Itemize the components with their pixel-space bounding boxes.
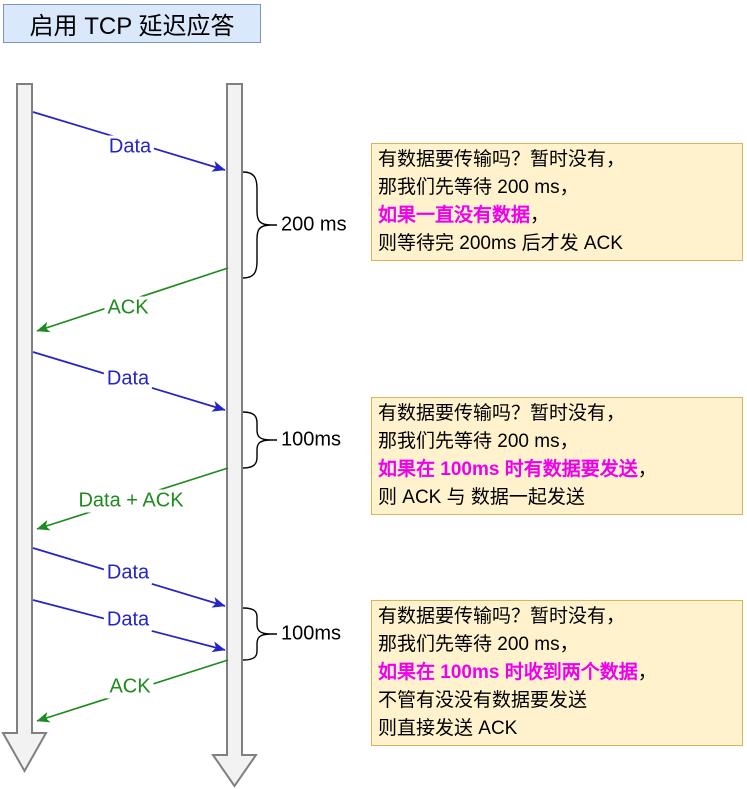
brace-label-100ms-2: 100ms (281, 622, 342, 645)
title-box: 启用 TCP 延迟应答 (3, 4, 261, 43)
note-line: 有数据要传输吗？暂时没有， (378, 149, 626, 170)
brace-100ms-1 (242, 411, 277, 469)
note-highlight: 如果一直没有数据 (378, 205, 531, 226)
note-highlight: 如果在 100ms 时收到两个数据 (378, 662, 638, 683)
note-line-highlight: 如果一直没有数据， (378, 202, 736, 230)
note-line: 有数据要传输吗？暂时没有， (378, 606, 626, 627)
note-line-highlight: 如果在 100ms 时有数据要发送， (378, 456, 736, 484)
note-line: 不管有没没有数据要发送 (378, 690, 588, 711)
note-line: 则 ACK 与 数据一起发送 (378, 487, 585, 508)
note-highlight-suffix: ， (530, 205, 550, 226)
data-label-1: Data (105, 135, 155, 159)
data-label-4: Data (103, 608, 153, 632)
brace-200ms (242, 171, 277, 279)
left-lifeline (1, 83, 48, 774)
note-line: 那我们先等待 200 ms， (378, 634, 579, 655)
note-highlight: 如果在 100ms 时有数据要发送 (378, 459, 638, 480)
brace-100ms-2 (242, 607, 277, 661)
note-highlight-suffix: ， (637, 459, 657, 480)
note-wait-200ms: 有数据要传输吗？暂时没有， 那我们先等待 200 ms， 如果一直没有数据， 则… (371, 143, 743, 261)
note-highlight-suffix: ， (637, 662, 657, 683)
title-text: 启用 TCP 延迟应答 (29, 13, 235, 40)
right-lifeline (211, 83, 258, 788)
brace-label-100ms-1: 100ms (281, 428, 342, 451)
data-label-3: Data (103, 561, 153, 585)
note-line: 有数据要传输吗？暂时没有， (378, 403, 626, 424)
note-line: 则直接发送 ACK (378, 718, 518, 739)
note-line: 那我们先等待 200 ms， (378, 431, 579, 452)
data-ack-label: Data + ACK (75, 489, 187, 513)
note-line: 那我们先等待 200 ms， (378, 177, 579, 198)
note-two-segments: 有数据要传输吗？暂时没有， 那我们先等待 200 ms， 如果在 100ms 时… (371, 600, 743, 746)
data-label-2: Data (103, 367, 153, 391)
brace-label-200ms: 200 ms (281, 213, 347, 236)
note-piggyback-ack: 有数据要传输吗？暂时没有， 那我们先等待 200 ms， 如果在 100ms 时… (371, 397, 743, 515)
ack-label-1: ACK (104, 296, 152, 320)
ack-label-2: ACK (106, 675, 154, 699)
note-line-highlight: 如果在 100ms 时收到两个数据， (378, 659, 736, 687)
note-line: 则等待完 200ms 后才发 ACK (378, 233, 623, 254)
